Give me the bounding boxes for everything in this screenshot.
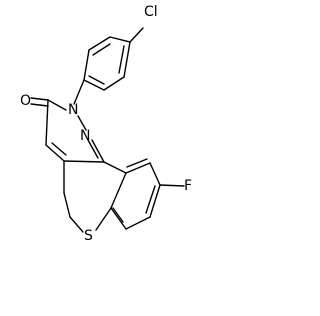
bond-ring2-f: [110, 207, 127, 230]
bond-ring2-e: [125, 216, 151, 230]
bond-s-c: [95, 207, 112, 231]
molecule-structure: Cl O N N S F: [20, 4, 192, 244]
bond-n1-n2: [77, 115, 87, 131]
bond-co-ch: [45, 99, 49, 146]
atom-labels: Cl O N N S F: [20, 4, 192, 244]
bond-ring1-e: [103, 76, 125, 91]
bond-ring2-d-inner: [145, 185, 156, 214]
bond-ring2-c: [149, 162, 161, 186]
bond-cl-c: [129, 27, 144, 43]
bond-ring1-d: [83, 79, 105, 91]
bond-ring2-a: [103, 161, 127, 174]
bond-ring2-d: [149, 184, 161, 218]
bond-ring1-f: [123, 41, 131, 78]
bond-ring1-a: [109, 36, 131, 43]
bond-n-co: [47, 99, 67, 111]
bonds: [30, 27, 185, 233]
bond-ring1-b-inner: [92, 43, 111, 56]
atom-label-cl: Cl: [144, 4, 158, 20]
bond-aryl-n: [73, 79, 85, 105]
bond-c-c-fused: [63, 160, 105, 163]
atom-label-s: S: [84, 228, 93, 244]
bond-c-n2-inner: [87, 139, 99, 159]
bond-ring2-b-inner: [126, 158, 148, 168]
bond-ring1-d-inner: [88, 75, 105, 85]
bond-ring1-b: [88, 36, 111, 51]
bond-ring2-b: [125, 162, 151, 174]
atom-label-n2: N: [80, 128, 90, 144]
bond-ch-c-inner: [51, 142, 67, 156]
bond-c-f: [159, 184, 185, 187]
bond-ring2-g: [110, 172, 127, 209]
bond-ring1-c: [83, 49, 90, 81]
bond-ch2b-s: [69, 216, 84, 233]
atom-label-n1: N: [68, 102, 78, 118]
bond-ch-c: [45, 144, 65, 162]
bond-c-n2: [91, 139, 105, 163]
bond-co-o-a: [30, 97, 49, 101]
bond-co-o-b: [30, 103, 49, 107]
atom-label-o: O: [20, 93, 31, 109]
bond-ring1-f-inner: [118, 45, 125, 74]
bond-ring2-f-inner: [112, 207, 124, 223]
bond-ch2a-ch2b: [63, 192, 71, 218]
atom-label-f: F: [184, 178, 192, 194]
